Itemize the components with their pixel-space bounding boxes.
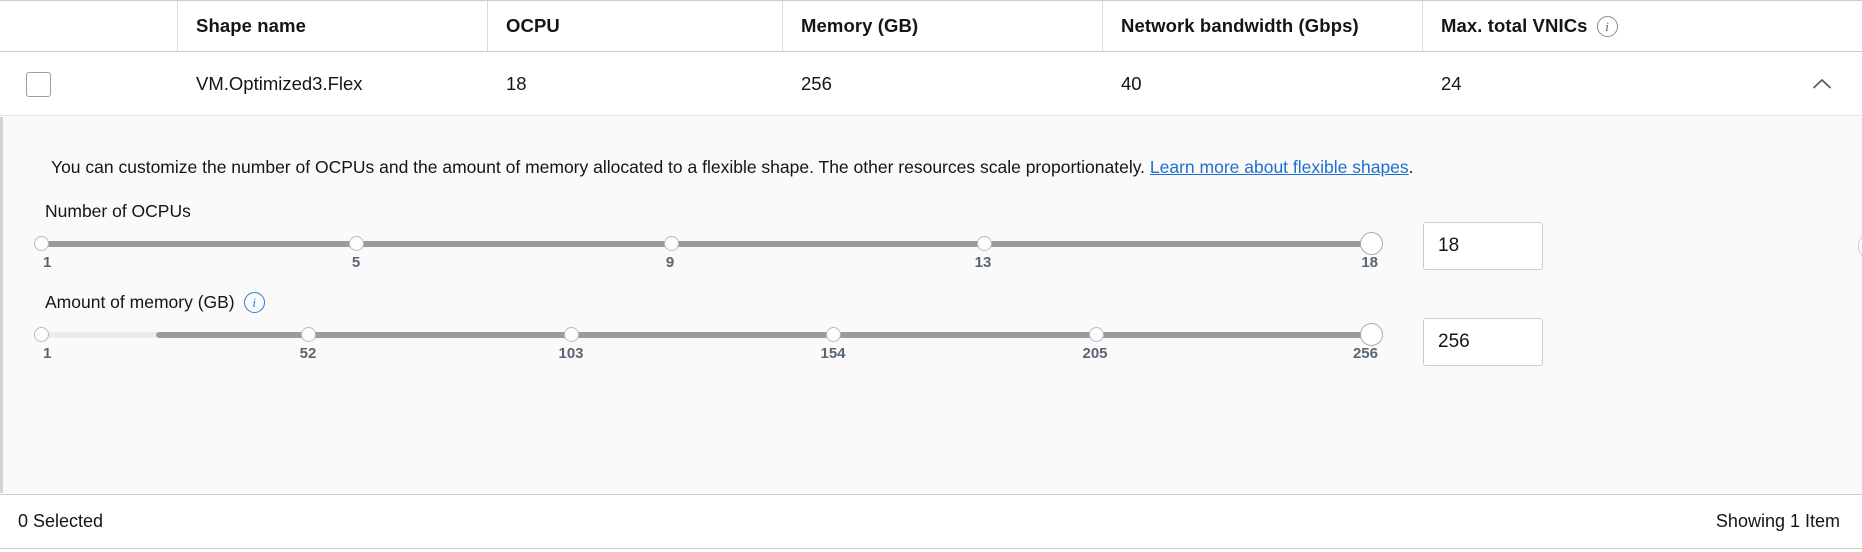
column-header-shape-name[interactable]: Shape name	[178, 1, 488, 51]
column-header-network-bandwidth-label: Network bandwidth (Gbps)	[1121, 15, 1359, 36]
memory-tick-label: 1	[43, 345, 52, 362]
ocpu-slider-label: Number of OCPUs	[45, 201, 191, 222]
ocpu-slider-tick	[33, 236, 49, 251]
ocpu-tick-label: 5	[351, 254, 361, 271]
learn-more-flexible-shapes-link[interactable]: Learn more about flexible shapes	[1149, 157, 1409, 177]
ocpu-value-input[interactable]	[1423, 222, 1543, 270]
cell-memory: 256	[801, 73, 832, 94]
description-text-after-link: .	[1408, 157, 1414, 177]
info-icon[interactable]: i	[243, 292, 265, 313]
memory-tick-label: 154	[820, 345, 846, 362]
row-checkbox-cell	[0, 71, 178, 97]
description-text-before-link: You can customize the number of OCPUs an…	[51, 157, 1150, 177]
table-footer: 0 Selected Showing 1 Item	[0, 494, 1862, 549]
memory-tick-label: 52	[299, 345, 317, 362]
ocpu-stepper-partial[interactable]	[1858, 231, 1862, 261]
showing-items-label: Showing 1 Item	[1715, 511, 1840, 531]
ocpu-slider-track[interactable]	[41, 241, 1381, 247]
ocpu-slider-tick	[663, 236, 679, 251]
column-header-memory[interactable]: Memory (GB)	[783, 1, 1103, 51]
ocpu-tick-label: 1	[43, 254, 52, 271]
ocpu-tick-label: 18	[1361, 254, 1378, 271]
column-header-shape-name-label: Shape name	[196, 15, 306, 36]
column-header-network-bandwidth[interactable]: Network bandwidth (Gbps)	[1103, 1, 1423, 51]
column-header-checkbox	[0, 1, 178, 51]
memory-slider-label: Amount of memory (GB) i	[45, 292, 265, 313]
ocpu-slider-tick	[348, 236, 364, 251]
info-icon[interactable]: i	[1596, 15, 1618, 37]
table-header-row: Shape name OCPU Memory (GB) Network band…	[0, 0, 1862, 52]
cell-ocpu: 18	[506, 73, 527, 94]
column-header-max-total-vnics[interactable]: Max. total VNICs i	[1423, 1, 1862, 51]
memory-slider-tick	[33, 327, 49, 342]
memory-slider-thumb[interactable]	[1359, 323, 1383, 346]
memory-tick-label: 256	[1352, 345, 1378, 362]
ocpu-slider-thumb[interactable]	[1359, 232, 1383, 255]
column-header-ocpu[interactable]: OCPU	[488, 1, 783, 51]
cell-max-total-vnics: 24	[1441, 73, 1462, 94]
cell-network-bandwidth: 40	[1121, 73, 1142, 94]
memory-tick-label: 205	[1082, 345, 1108, 362]
expanded-shape-config-panel: You can customize the number of OCPUs an…	[0, 117, 1862, 493]
selected-count-label: 0 Selected	[18, 511, 104, 531]
memory-slider-tick	[825, 327, 841, 342]
column-header-max-total-vnics-label: Max. total VNICs	[1441, 15, 1588, 36]
table-row[interactable]: VM.Optimized3.Flex 18 256 40 24	[0, 53, 1862, 116]
column-header-ocpu-label: OCPU	[506, 15, 560, 36]
memory-slider-label-text: Amount of memory (GB)	[45, 292, 235, 312]
memory-slider-tick	[300, 327, 316, 342]
ocpu-slider-label-text: Number of OCPUs	[45, 201, 191, 221]
ocpu-slider-tick	[976, 236, 992, 251]
column-header-memory-label: Memory (GB)	[801, 15, 919, 36]
memory-tick-label: 103	[558, 345, 584, 362]
ocpu-tick-label: 9	[665, 254, 675, 271]
memory-slider-track[interactable]	[156, 332, 1381, 338]
chevron-up-icon[interactable]	[1808, 70, 1836, 98]
ocpu-slider[interactable]	[0, 227, 1383, 261]
cell-shape-name: VM.Optimized3.Flex	[196, 73, 363, 94]
memory-slider-tick	[563, 327, 579, 342]
row-select-checkbox[interactable]	[26, 71, 51, 97]
flex-shape-description: You can customize the number of OCPUs an…	[51, 157, 1414, 178]
ocpu-tick-label: 13	[974, 254, 992, 271]
memory-slider[interactable]	[0, 318, 1383, 352]
memory-slider-tick	[1088, 327, 1104, 342]
memory-slider-track-prefill[interactable]	[41, 332, 158, 338]
memory-value-input[interactable]	[1423, 318, 1543, 366]
